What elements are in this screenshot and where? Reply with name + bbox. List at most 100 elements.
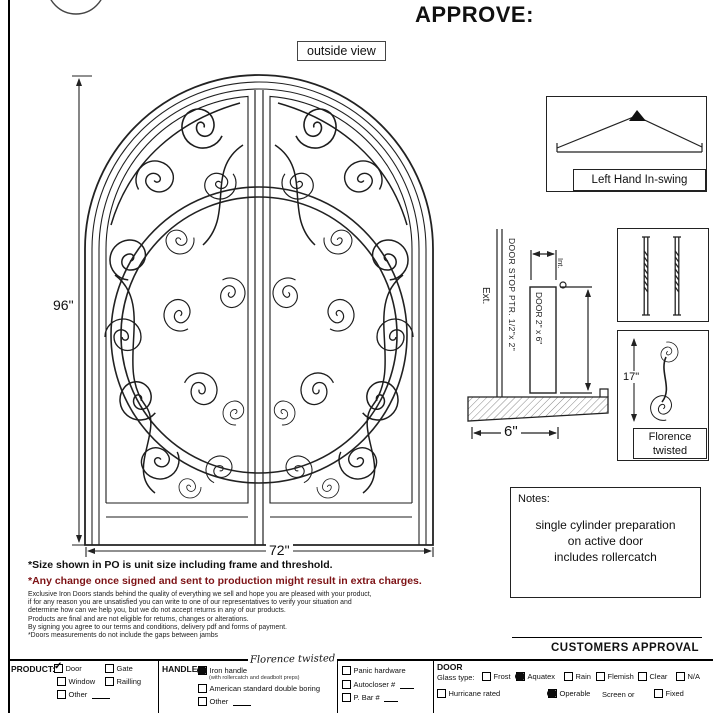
checkbox-aquatex[interactable] — [515, 672, 525, 681]
handle-option-iron-handle: Iron handle — [197, 666, 248, 675]
checkbox-clear[interactable] — [638, 672, 647, 681]
option-label: Autocloser # — [353, 680, 396, 689]
option-label: Door — [65, 664, 82, 673]
checkbox-flemish[interactable] — [596, 672, 605, 681]
hardware-option-pbar: P. Bar # — [342, 693, 399, 702]
door-option-fixed: Fixed — [654, 689, 684, 698]
fine-print-line: By signing you agree to our terms and co… — [28, 623, 287, 631]
option-label: Other — [68, 690, 88, 699]
blank-line[interactable] — [399, 681, 414, 689]
fine-print: Exclusive Iron Doors stands behind the q… — [28, 591, 372, 640]
door-width-dim: 72" — [266, 542, 293, 558]
swing-detail-box — [546, 96, 707, 192]
form-divider — [158, 661, 159, 713]
option-label: Gate — [116, 664, 133, 673]
notes-body: single cylinder preparation on active do… — [511, 517, 700, 566]
jamb-section-drawing — [467, 229, 609, 439]
notes-line: single cylinder preparation — [535, 518, 676, 532]
option-label: P. Bar # — [353, 693, 380, 702]
checkbox-operable[interactable] — [547, 689, 557, 698]
checkbox-american-boring[interactable] — [198, 684, 207, 693]
handle-name-box: Florence twisted — [633, 428, 707, 459]
checkbox-gate[interactable] — [105, 664, 114, 673]
checkbox-railing[interactable] — [105, 677, 114, 686]
handle-option-american-boring: American standard double boring — [198, 684, 320, 693]
glass-option-clear: Clear — [638, 672, 667, 681]
blank-line[interactable] — [384, 694, 399, 702]
jamb-depth-dim: 6" — [501, 423, 521, 440]
door-height-dim: 96" — [50, 297, 77, 313]
checkbox-na[interactable] — [676, 672, 685, 681]
glass-option-flemish: Flemish — [596, 672, 634, 681]
form-divider — [433, 661, 434, 713]
product-option-door: Door — [54, 661, 82, 673]
option-label: Hurricane rated — [448, 689, 501, 698]
glass-option-rain: Rain — [564, 672, 591, 681]
outside-view-label: outside view — [307, 44, 376, 58]
checkbox-rain[interactable] — [564, 672, 573, 681]
option-label: Other — [209, 697, 229, 706]
option-label: Iron handle — [209, 666, 248, 675]
footnote-bold-2: *Any change once signed and sent to prod… — [28, 575, 422, 587]
door-option-operable: Operable — [547, 689, 591, 698]
checkbox-handle-other[interactable] — [198, 697, 207, 706]
checkbox-door[interactable] — [54, 661, 63, 673]
handle-name-line1: Florence — [648, 431, 692, 443]
int-label: Int. — [556, 258, 565, 269]
door-stop-label: DOOR STOP PTR. 1/2"x 2" — [507, 238, 517, 352]
option-label: Aquatex — [527, 672, 556, 681]
iron-handle-note: (with rollercatch and deadbolt preps) — [209, 675, 300, 681]
fine-print-line: determine how can we help you, but we do… — [28, 607, 286, 615]
option-label: Rain — [575, 672, 591, 681]
door-title: DOOR — [437, 662, 463, 672]
option-label: Window — [68, 677, 96, 686]
customers-approval-label: CUSTOMERS APPROVAL — [551, 642, 700, 654]
product-title: PRODUCT: — [11, 664, 55, 674]
product-option-window: Window — [57, 677, 95, 686]
glass-option-na: N/A — [676, 672, 700, 681]
checkbox-frost[interactable] — [482, 672, 491, 681]
checkbox-pbar[interactable] — [342, 693, 351, 702]
hardware-option-autocloser: Autocloser # — [342, 680, 414, 689]
blank-line[interactable] — [232, 698, 251, 706]
product-option-other: Other — [57, 690, 110, 699]
handle-height-dim: 17" — [620, 371, 643, 383]
checkbox-product-other[interactable] — [57, 690, 66, 699]
checkbox-iron-handle[interactable] — [197, 666, 207, 675]
checkbox-fixed[interactable] — [654, 689, 663, 698]
option-label: Frost — [493, 672, 511, 681]
handwritten-handle-note: Florence twisted — [247, 653, 338, 666]
swing-label-box: Left Hand In-swing — [573, 169, 706, 191]
glass-type-label: Glass type: — [437, 673, 475, 682]
checkbox-window[interactable] — [57, 677, 66, 686]
signature-line[interactable] — [512, 637, 702, 638]
checkbox-autocloser[interactable] — [342, 680, 351, 689]
option-label: American standard double boring — [209, 684, 321, 693]
product-option-railing: Railling — [105, 677, 141, 686]
blank-line[interactable] — [91, 691, 110, 699]
notes-box: Notes: single cylinder preparation on ac… — [510, 487, 701, 598]
option-label: Railling — [116, 677, 142, 686]
fine-print-line: if for any reason you are unsatisfied yo… — [28, 599, 352, 607]
ext-label: Ext. — [480, 287, 491, 305]
checkbox-hurricane[interactable] — [437, 689, 446, 698]
notes-line: on active door — [567, 534, 644, 549]
fine-print-line: Products are final and are not eligible … — [28, 615, 249, 623]
option-label: Fixed — [665, 689, 684, 698]
swing-label: Left Hand In-swing — [591, 174, 688, 186]
door-option-hurricane: Hurricane rated — [437, 689, 500, 698]
option-label: Operable — [559, 689, 591, 698]
option-label: Clear — [649, 672, 668, 681]
handle-name-line2: twisted — [652, 445, 688, 458]
product-option-gate: Gate — [105, 664, 133, 673]
door-size-label: DOOR 2" x 6" — [534, 292, 544, 345]
handle-detail-box — [617, 330, 709, 461]
hardware-option-panic: Panic hardware — [342, 666, 406, 675]
twisted-bars-box — [617, 228, 709, 322]
checkbox-panic-hardware[interactable] — [342, 666, 351, 675]
notes-line: includes rollercatch — [554, 550, 657, 565]
footnote-bold-1: *Size shown in PO is unit size including… — [28, 559, 333, 571]
form-divider — [337, 661, 338, 713]
